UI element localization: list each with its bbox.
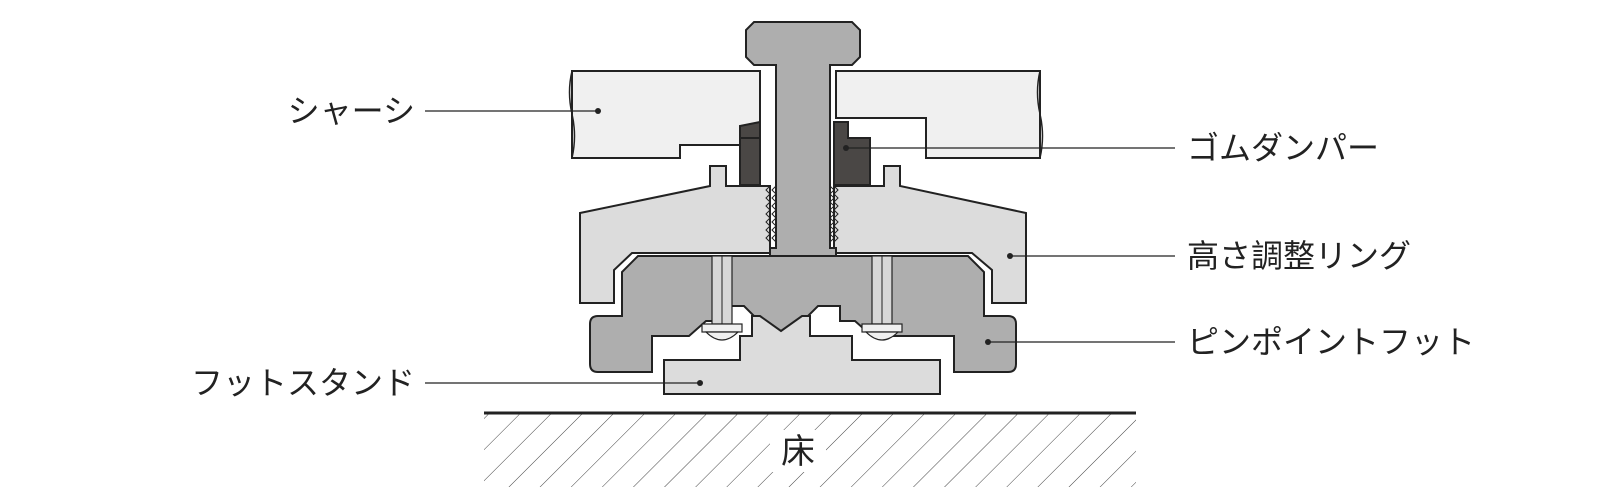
foot-stand-body bbox=[663, 315, 941, 395]
leader-rubber-damper-dot bbox=[843, 145, 849, 151]
pinpoint-foot-screw-right bbox=[861, 255, 903, 341]
bolt-thread-right bbox=[829, 185, 835, 243]
label-pinpoint-foot: ピンポイントフット bbox=[1187, 323, 1475, 361]
floor: 床 bbox=[484, 411, 1136, 487]
screw-right-head bbox=[864, 331, 900, 341]
height-ring-left bbox=[579, 165, 771, 304]
chassis bbox=[568, 70, 1044, 159]
label-height-ring: 高さ調整リング bbox=[1187, 237, 1411, 275]
height-ring-thread-left bbox=[765, 185, 771, 243]
pinpoint-foot-body bbox=[589, 255, 1017, 373]
chassis-right-break bbox=[1036, 70, 1044, 159]
foot-stand bbox=[663, 315, 941, 395]
label-rubber-damper: ゴムダンパー bbox=[1187, 129, 1379, 167]
screw-right-nut bbox=[861, 323, 903, 333]
bolt-body bbox=[745, 21, 861, 257]
leader-foot-stand-dot bbox=[697, 380, 703, 386]
leader-lines bbox=[425, 108, 1175, 386]
screw-left-head bbox=[704, 331, 740, 341]
leader-pinpoint-foot-dot bbox=[985, 339, 991, 345]
bolt-thread-left bbox=[771, 185, 777, 243]
leader-height-ring-dot bbox=[1007, 253, 1013, 259]
height-ring bbox=[579, 165, 1027, 304]
rubber-damper-left-base bbox=[739, 137, 761, 186]
labels: シャーシ ゴムダンパー 高さ調整リング ピンポイントフット フットスタンド bbox=[191, 92, 1475, 402]
label-chassis: シャーシ bbox=[288, 92, 415, 130]
height-ring-right bbox=[833, 165, 1027, 304]
rubber-damper-right bbox=[833, 121, 871, 186]
floor-label-bg bbox=[770, 430, 826, 472]
leader-chassis-dot bbox=[595, 108, 601, 114]
height-ring-thread-right bbox=[833, 185, 839, 243]
chassis-left bbox=[571, 70, 761, 159]
pinpoint-foot bbox=[589, 255, 1017, 373]
floor-label: 床 bbox=[781, 432, 815, 472]
chassis-left-break bbox=[568, 70, 576, 159]
bolt bbox=[745, 21, 861, 257]
pinpoint-foot-screw-left bbox=[701, 255, 743, 341]
label-foot-stand: フットスタンド bbox=[191, 364, 415, 402]
screw-left-nut bbox=[701, 323, 743, 333]
